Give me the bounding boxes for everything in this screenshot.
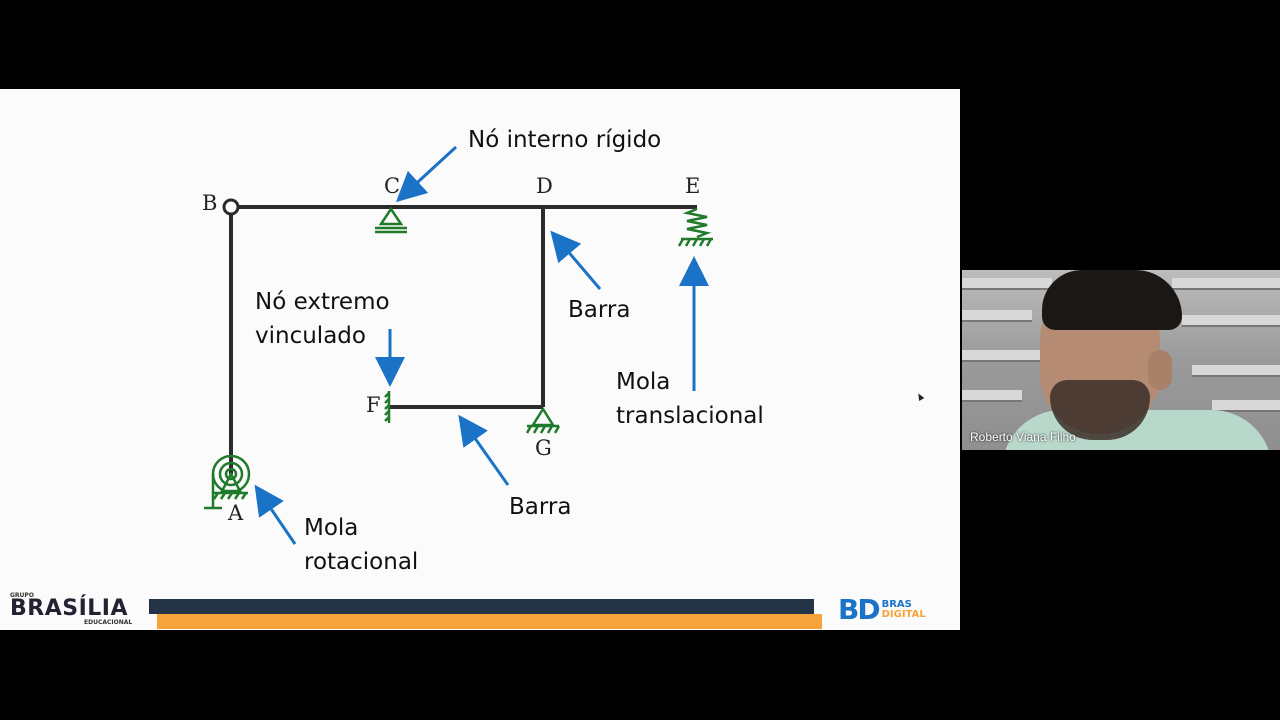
pin-support-g-icon [525,406,561,434]
label-barra-bottom: Barra [509,494,572,520]
presentation-slide: B C D E F G A Nó interno rígido Nó extre… [0,89,960,630]
slide-footer: GRUPO BRASÍLIA EDUCACIONAL BD BRAS DIGIT… [0,589,960,630]
label-no-extremo-line2: vinculado [255,323,366,349]
bras-digital-logo: BD BRAS DIGITAL [838,593,926,626]
label-mola-rotacional-line2: rotacional [304,549,419,575]
fixed-support-f-icon [384,391,391,423]
label-no-interno-rigido: Nó interno rígido [468,127,662,153]
footer-bar-dark [149,599,814,614]
label-no-extremo-line1: Nó extremo [255,289,390,315]
hinge-b-icon [222,198,240,216]
node-label-e: E [685,174,701,198]
arrow-barra-top [550,230,602,290]
node-label-d: D [536,174,553,198]
label-barra-top: Barra [568,297,631,323]
translational-spring-e-icon [677,207,713,247]
grupo-brasilia-logo: GRUPO BRASÍLIA EDUCACIONAL [10,592,133,626]
participant-video-tile[interactable]: Roberto Viana Filho [962,270,1280,450]
node-label-g: G [535,436,552,460]
label-mola-translacional-line2: translacional [616,403,764,429]
rotational-spring-a-icon [204,454,251,510]
label-mola-translacional-line1: Mola [616,369,671,395]
footer-bar-orange [157,614,822,629]
participant-name: Roberto Viana Filho [970,430,1076,444]
arrow-mola-rotacional [254,484,297,545]
node-label-c: C [384,174,401,198]
structure-diagram [204,145,713,545]
node-label-a: A [228,501,244,525]
label-mola-rotacional-line1: Mola [304,515,359,541]
node-label-b: B [202,191,218,215]
node-label-f: F [366,393,381,417]
arrow-no-interno [395,145,458,203]
arrow-barra-bottom [458,414,510,486]
frame-members [229,205,697,474]
roller-support-c-icon [375,206,407,234]
